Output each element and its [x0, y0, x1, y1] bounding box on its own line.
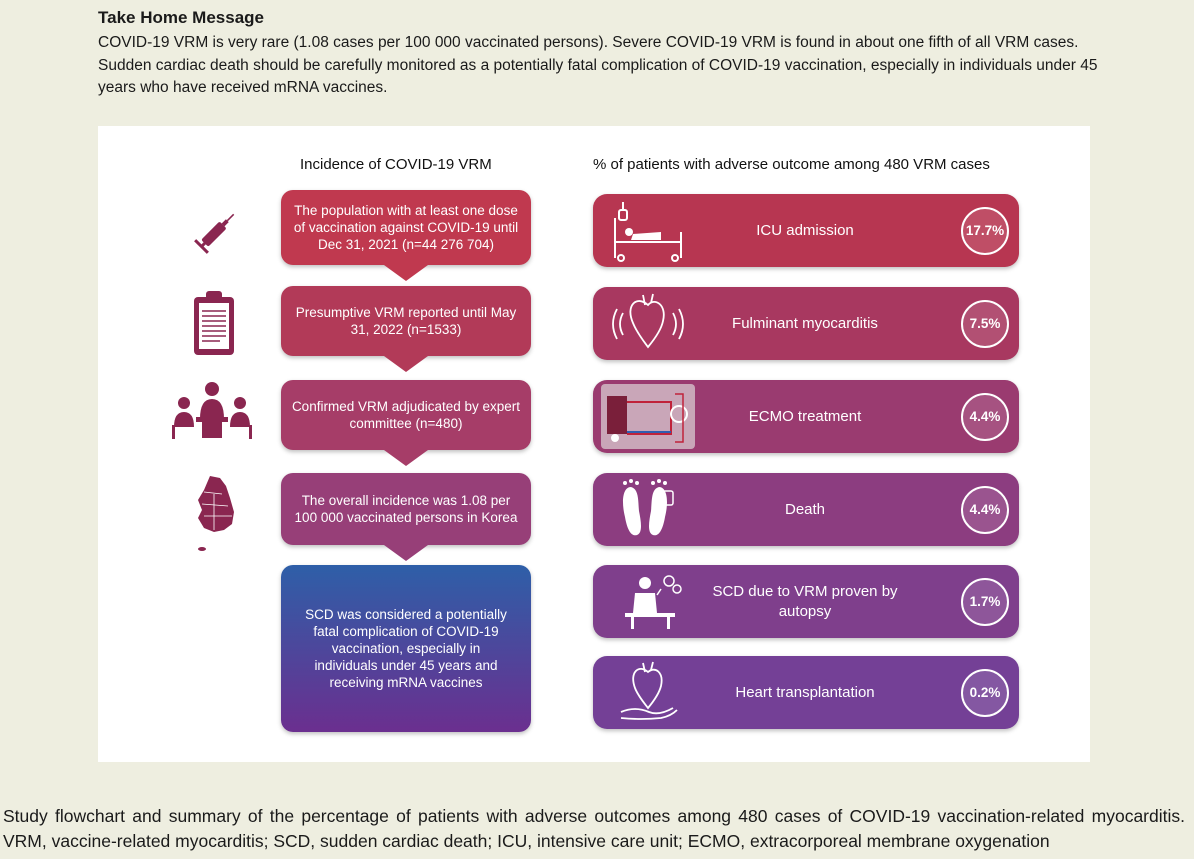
flow-box-incidence-text: The overall incidence was 1.08 per 100 0… [294, 493, 518, 525]
flow-box-presumptive-text: Presumptive VRM reported until May 31, 2… [295, 305, 517, 337]
outcome-death-label: Death [784, 500, 826, 518]
outcome-transplant: Heart transplantation 0.2% [593, 656, 1019, 729]
outcome-icu-label: ICU admission [756, 221, 854, 239]
autopsy-icon [625, 575, 682, 629]
flow-box-confirmed-text: Confirmed VRM adjudicated by expert comm… [291, 399, 521, 431]
flow-box-presumptive: Presumptive VRM reported until May 31, 2… [281, 286, 531, 372]
outcome-ecmo: ECMO treatment 4.4% [593, 380, 1019, 453]
flow-box-scd-text: SCD was considered a potentially fatal c… [305, 607, 507, 690]
take-home-body: COVID-19 VRM is very rare (1.08 cases pe… [98, 34, 1098, 96]
hospital-bed-icon [614, 202, 682, 262]
outcome-icu: ICU admission 17.7% [593, 194, 1019, 267]
flow-box-population: The population with at least one dose of… [281, 190, 531, 281]
figure-caption: Study flowchart and summary of the perce… [3, 806, 1185, 851]
ecmo-icon [601, 384, 695, 449]
flow-box-confirmed: Confirmed VRM adjudicated by expert comm… [281, 380, 531, 466]
outcome-fulminant-percent: 7.5% [961, 299, 1009, 348]
outcome-ecmo-percent: 4.4% [961, 392, 1009, 441]
outcome-heading: % of patients with adverse outcome among… [593, 156, 990, 173]
flow-box-incidence: The overall incidence was 1.08 per 100 0… [281, 473, 531, 561]
clipboard-icon [194, 291, 234, 355]
flow-box-scd: SCD was considered a potentially fatal c… [281, 565, 531, 732]
outcome-transplant-percent: 0.2% [961, 668, 1009, 717]
outcome-fulminant-label: Fulminant myocarditis [732, 314, 878, 332]
outcome-scd-percent: 1.7% [961, 577, 1009, 626]
outcome-scd: SCD due to VRM proven by autopsy 1.7% [593, 565, 1019, 638]
heart-icon [612, 293, 684, 349]
outcome-transplant-label: Heart transplantation [735, 683, 875, 701]
outcome-death-percent: 4.4% [961, 485, 1009, 534]
korea-map-icon [198, 476, 234, 551]
heart-hand-icon [620, 661, 678, 720]
outcome-fulminant: Fulminant myocarditis 7.5% [593, 287, 1019, 360]
syringe-icon [194, 213, 235, 254]
feet-tag-icon [623, 479, 674, 536]
outcome-ecmo-label: ECMO treatment [748, 407, 862, 425]
flow-box-population-text: The population with at least one dose of… [293, 203, 519, 252]
committee-icon [172, 382, 252, 439]
outcome-scd-label: SCD due to VRM proven by autopsy [712, 582, 898, 620]
incidence-heading: Incidence of COVID-19 VRM [300, 156, 492, 173]
outcome-death: Death 4.4% [593, 473, 1019, 546]
outcome-icu-percent: 17.7% [961, 206, 1009, 255]
take-home-title: Take Home Message [98, 8, 264, 27]
